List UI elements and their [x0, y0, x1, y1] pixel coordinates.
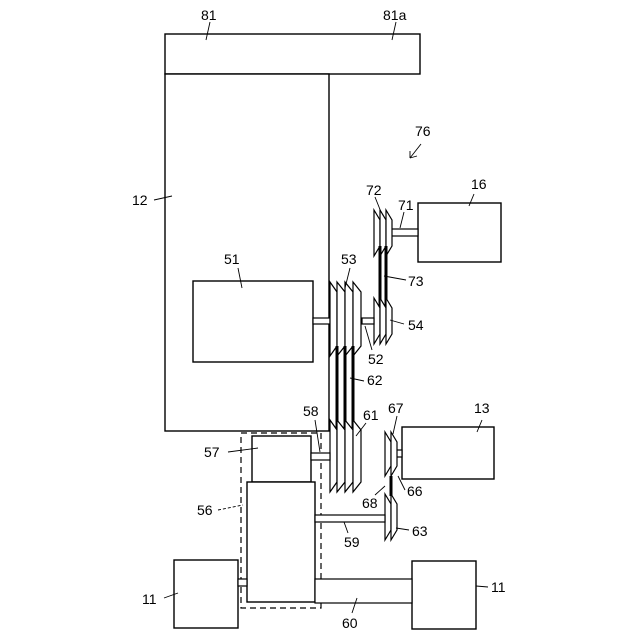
label-53: 53 — [341, 251, 357, 267]
pulley-67-left — [385, 432, 391, 476]
pulley-54-right — [386, 298, 392, 344]
label-67: 67 — [388, 400, 404, 416]
label-63: 63 — [412, 523, 428, 539]
label-12: 12 — [132, 192, 148, 208]
label-81a: 81a — [383, 7, 407, 23]
label-81: 81 — [201, 7, 217, 23]
leader-11-right — [476, 586, 488, 587]
component-13-box — [402, 427, 494, 479]
leader-71 — [400, 212, 404, 228]
shaft-59 — [315, 515, 385, 522]
label-60: 60 — [342, 615, 358, 631]
label-16: 16 — [471, 176, 487, 192]
label-68: 68 — [362, 495, 378, 511]
component-12-housing — [165, 74, 329, 431]
component-11-right — [412, 561, 476, 629]
leader-76 — [410, 144, 421, 158]
shaft-left-stub — [238, 579, 247, 586]
leader-72 — [375, 197, 381, 212]
leader-56 — [218, 505, 243, 510]
label-58: 58 — [303, 403, 319, 419]
component-81-bar — [165, 34, 420, 74]
leader-52 — [365, 326, 372, 350]
leader-63 — [396, 528, 409, 530]
leader-68 — [375, 486, 385, 495]
shaft-52 — [362, 318, 374, 324]
label-11-right: 11 — [491, 579, 506, 595]
pulley-61-a — [330, 420, 337, 492]
label-71: 71 — [398, 197, 414, 213]
pulley-61-b — [337, 420, 345, 492]
axle-60 — [315, 579, 412, 603]
component-56-block — [247, 482, 315, 602]
pulley-67-right — [391, 432, 397, 476]
pulley-53-c — [345, 282, 353, 356]
shaft-58 — [311, 453, 330, 460]
label-13: 13 — [474, 400, 490, 416]
pulley-53-a — [330, 282, 337, 356]
label-54: 54 — [408, 317, 424, 333]
shaft-51 — [313, 318, 330, 324]
label-76: 76 — [415, 123, 431, 139]
leader-67 — [393, 416, 397, 434]
label-59: 59 — [344, 534, 360, 550]
component-51-block — [193, 281, 313, 362]
component-16-box — [418, 203, 501, 262]
component-57-block — [252, 436, 311, 482]
label-57: 57 — [204, 444, 220, 460]
label-61: 61 — [363, 407, 379, 423]
pulley-53-d — [353, 282, 361, 356]
leader-59 — [344, 522, 348, 533]
label-62: 62 — [367, 372, 383, 388]
label-56: 56 — [197, 502, 213, 518]
label-66: 66 — [407, 483, 423, 499]
component-11-left — [174, 560, 238, 628]
label-73: 73 — [408, 273, 424, 289]
pulley-61-c — [345, 420, 353, 492]
pulley-63-right — [391, 494, 397, 540]
label-72: 72 — [366, 182, 382, 198]
label-52: 52 — [368, 351, 384, 367]
pulley-63-left — [385, 494, 391, 540]
label-51: 51 — [224, 251, 240, 267]
pulley-53-b — [337, 282, 345, 356]
label-11-left: 11 — [142, 591, 157, 607]
